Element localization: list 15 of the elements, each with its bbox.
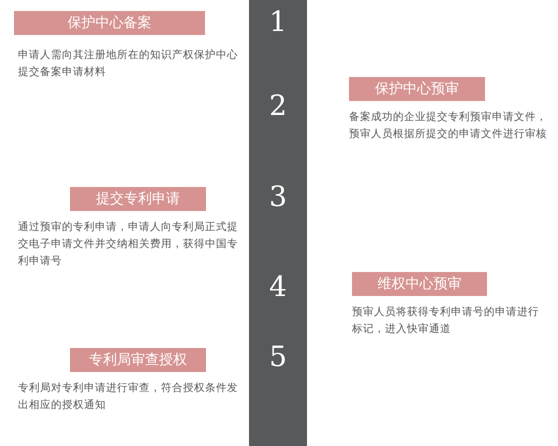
step-number: 4 <box>268 271 288 303</box>
step-number: 5 <box>268 341 288 373</box>
step-description: 申请人需向其注册地所在的知识产权保护中心提交备案申请材料 <box>18 48 239 80</box>
step-description: 通过预审的专利申请，申请人向专利局正式提交电子申请文件并交纳相关费用，获得中国专利申请号 <box>18 220 239 269</box>
step-number: 1 <box>268 6 288 38</box>
step-description: 专利局对专利申请进行审查，符合授权条件发出相应的授权通知 <box>18 381 239 413</box>
step-heading: 提交专利申请 <box>70 187 206 211</box>
step-heading: 保护中心预审 <box>349 77 485 101</box>
step-number: 2 <box>268 90 288 122</box>
step-heading: 维权中心预审 <box>352 272 487 296</box>
step-description: 备案成功的企业提交专利预审申请文件，预审人员根据所提交的申请文件进行审核 <box>349 110 548 142</box>
step-heading: 专利局审查授权 <box>70 348 206 372</box>
step-description: 预审人员将获得专利申请号的申请进行标记，进入快审通道 <box>352 305 540 337</box>
step-number: 3 <box>268 181 288 213</box>
step-heading: 保护中心备案 <box>14 11 205 35</box>
